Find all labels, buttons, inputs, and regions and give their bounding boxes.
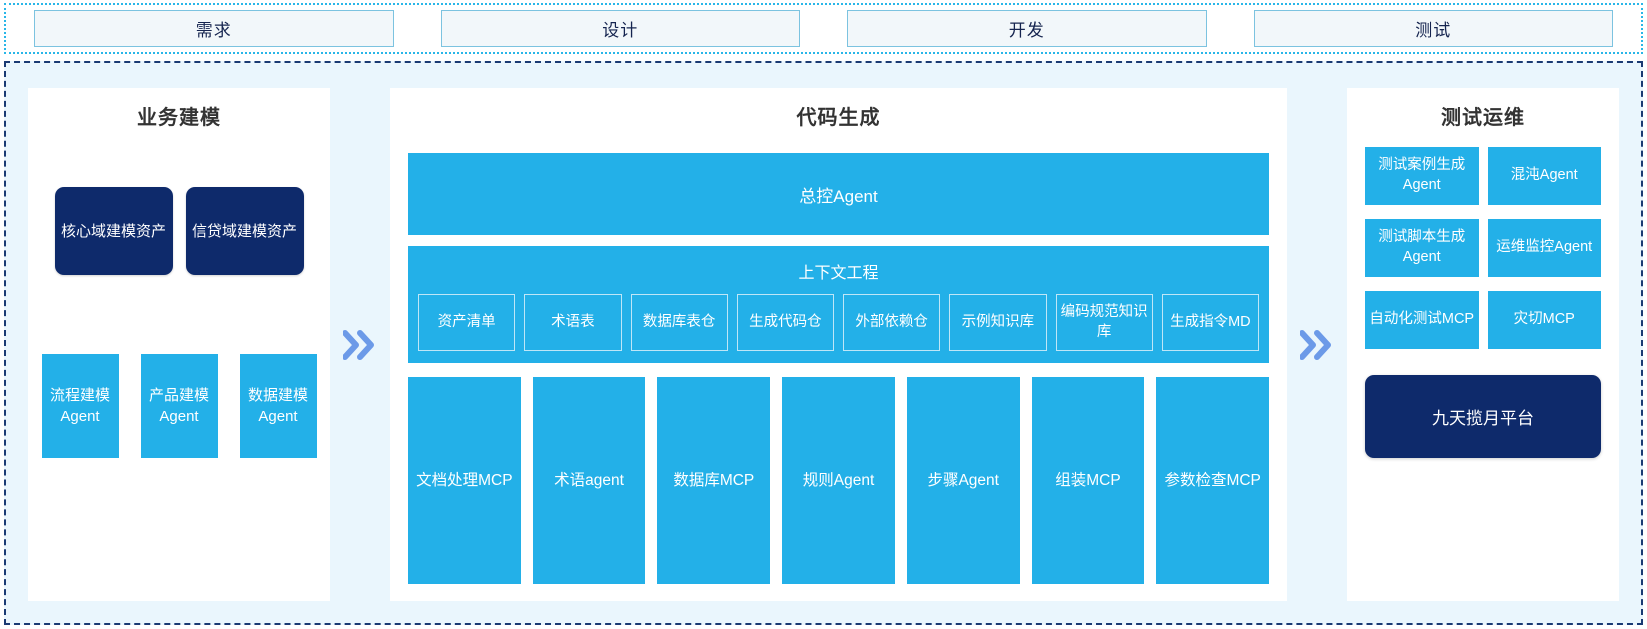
panel-test-ops: 测试运维 测试案例生成Agent 混沌Agent 测试脚本生成Agent 运维监… <box>1347 88 1619 601</box>
ops-card-automated-test-mcp[interactable]: 自动化测试MCP <box>1365 291 1479 349</box>
agent-card-process-modeling[interactable]: 流程建模Agent <box>41 354 119 458</box>
agent-card-product-modeling[interactable]: 产品建模Agent <box>140 354 218 458</box>
business-asset-group: 核心域建模资产 信贷域建模资产 <box>28 187 330 275</box>
context-engineering-title: 上下文工程 <box>798 265 879 282</box>
ops-card-ops-monitoring-agent[interactable]: 运维监控Agent <box>1487 219 1601 277</box>
tool-card-database-mcp[interactable]: 数据库MCP <box>657 377 771 584</box>
panel-title-test-ops: 测试运维 <box>1441 107 1525 129</box>
test-ops-card-grid: 测试案例生成Agent 混沌Agent 测试脚本生成Agent 运维监控Agen… <box>1365 147 1601 349</box>
context-item-list: 资产清单 术语表 数据库表仓 生成代码仓 外部依赖仓 示例知识库 编码规范知识库… <box>418 294 1259 351</box>
ops-card-disaster-switch-mcp[interactable]: 灾切MCP <box>1487 291 1601 349</box>
context-item-glossary[interactable]: 术语表 <box>524 294 622 351</box>
panel-business-modeling: 业务建模 核心域建模资产 信贷域建模资产 流程建模Agent 产品建模Agent… <box>28 88 330 601</box>
panel-code-generation: 代码生成 总控Agent 上下文工程 资产清单 术语表 数据库表仓 生成代码仓 … <box>390 88 1287 601</box>
asset-card-credit-domain[interactable]: 信贷域建模资产 <box>185 187 304 275</box>
business-agent-group: 流程建模Agent 产品建模Agent 数据建模Agent <box>28 354 330 458</box>
phase-box-testing[interactable]: 测试 <box>1253 10 1613 47</box>
context-item-generated-code-repo[interactable]: 生成代码仓 <box>736 294 834 351</box>
double-chevron-right-icon <box>1300 329 1331 360</box>
context-item-coding-standard-knowledge-base[interactable]: 编码规范知识库 <box>1055 294 1153 351</box>
tool-card-document-processing-mcp[interactable]: 文档处理MCP <box>408 377 521 584</box>
context-engineering-block: 上下文工程 资产清单 术语表 数据库表仓 生成代码仓 外部依赖仓 示例知识库 编… <box>408 246 1269 363</box>
platform-card-jiutian-lanyue[interactable]: 九天揽月平台 <box>1365 375 1601 458</box>
tool-card-assembly-mcp[interactable]: 组装MCP <box>1031 377 1145 584</box>
arrow-business-to-code <box>330 88 390 601</box>
context-item-db-table-repo[interactable]: 数据库表仓 <box>630 294 728 351</box>
context-item-example-knowledge-base[interactable]: 示例知识库 <box>949 294 1047 351</box>
ops-card-chaos-agent[interactable]: 混沌Agent <box>1487 147 1601 205</box>
context-item-generation-instruction-md[interactable]: 生成指令MD <box>1161 294 1259 351</box>
context-item-asset-inventory[interactable]: 资产清单 <box>418 294 516 351</box>
tool-card-step-agent[interactable]: 步骤Agent <box>906 377 1020 584</box>
agent-card-data-modeling[interactable]: 数据建模Agent <box>239 354 317 458</box>
code-generation-tool-list: 文档处理MCP 术语agent 数据库MCP 规则Agent 步骤Agent 组… <box>408 377 1270 584</box>
phase-box-design[interactable]: 设计 <box>440 10 800 47</box>
asset-card-core-domain[interactable]: 核心域建模资产 <box>54 187 173 275</box>
phase-bar: 需求 设计 开发 测试 <box>4 3 1643 54</box>
ops-card-test-case-generation-agent[interactable]: 测试案例生成Agent <box>1365 147 1479 205</box>
architecture-container: 业务建模 核心域建模资产 信贷域建模资产 流程建模Agent 产品建模Agent… <box>4 61 1643 625</box>
tool-card-glossary-agent[interactable]: 术语agent <box>532 377 646 584</box>
ops-card-test-script-generation-agent[interactable]: 测试脚本生成Agent <box>1365 219 1479 277</box>
double-chevron-right-icon <box>343 329 374 360</box>
arrow-code-to-test <box>1287 88 1347 601</box>
tool-card-parameter-check-mcp[interactable]: 参数检查MCP <box>1156 377 1270 584</box>
orchestrator-agent-bar[interactable]: 总控Agent <box>408 153 1269 235</box>
panel-title-business-modeling: 业务建模 <box>137 107 221 129</box>
tool-card-rule-agent[interactable]: 规则Agent <box>782 377 895 584</box>
phase-box-development[interactable]: 开发 <box>847 10 1207 47</box>
context-item-external-dependency-repo[interactable]: 外部依赖仓 <box>843 294 941 351</box>
phase-box-requirements[interactable]: 需求 <box>34 10 394 47</box>
panel-title-code-generation: 代码生成 <box>796 107 881 129</box>
